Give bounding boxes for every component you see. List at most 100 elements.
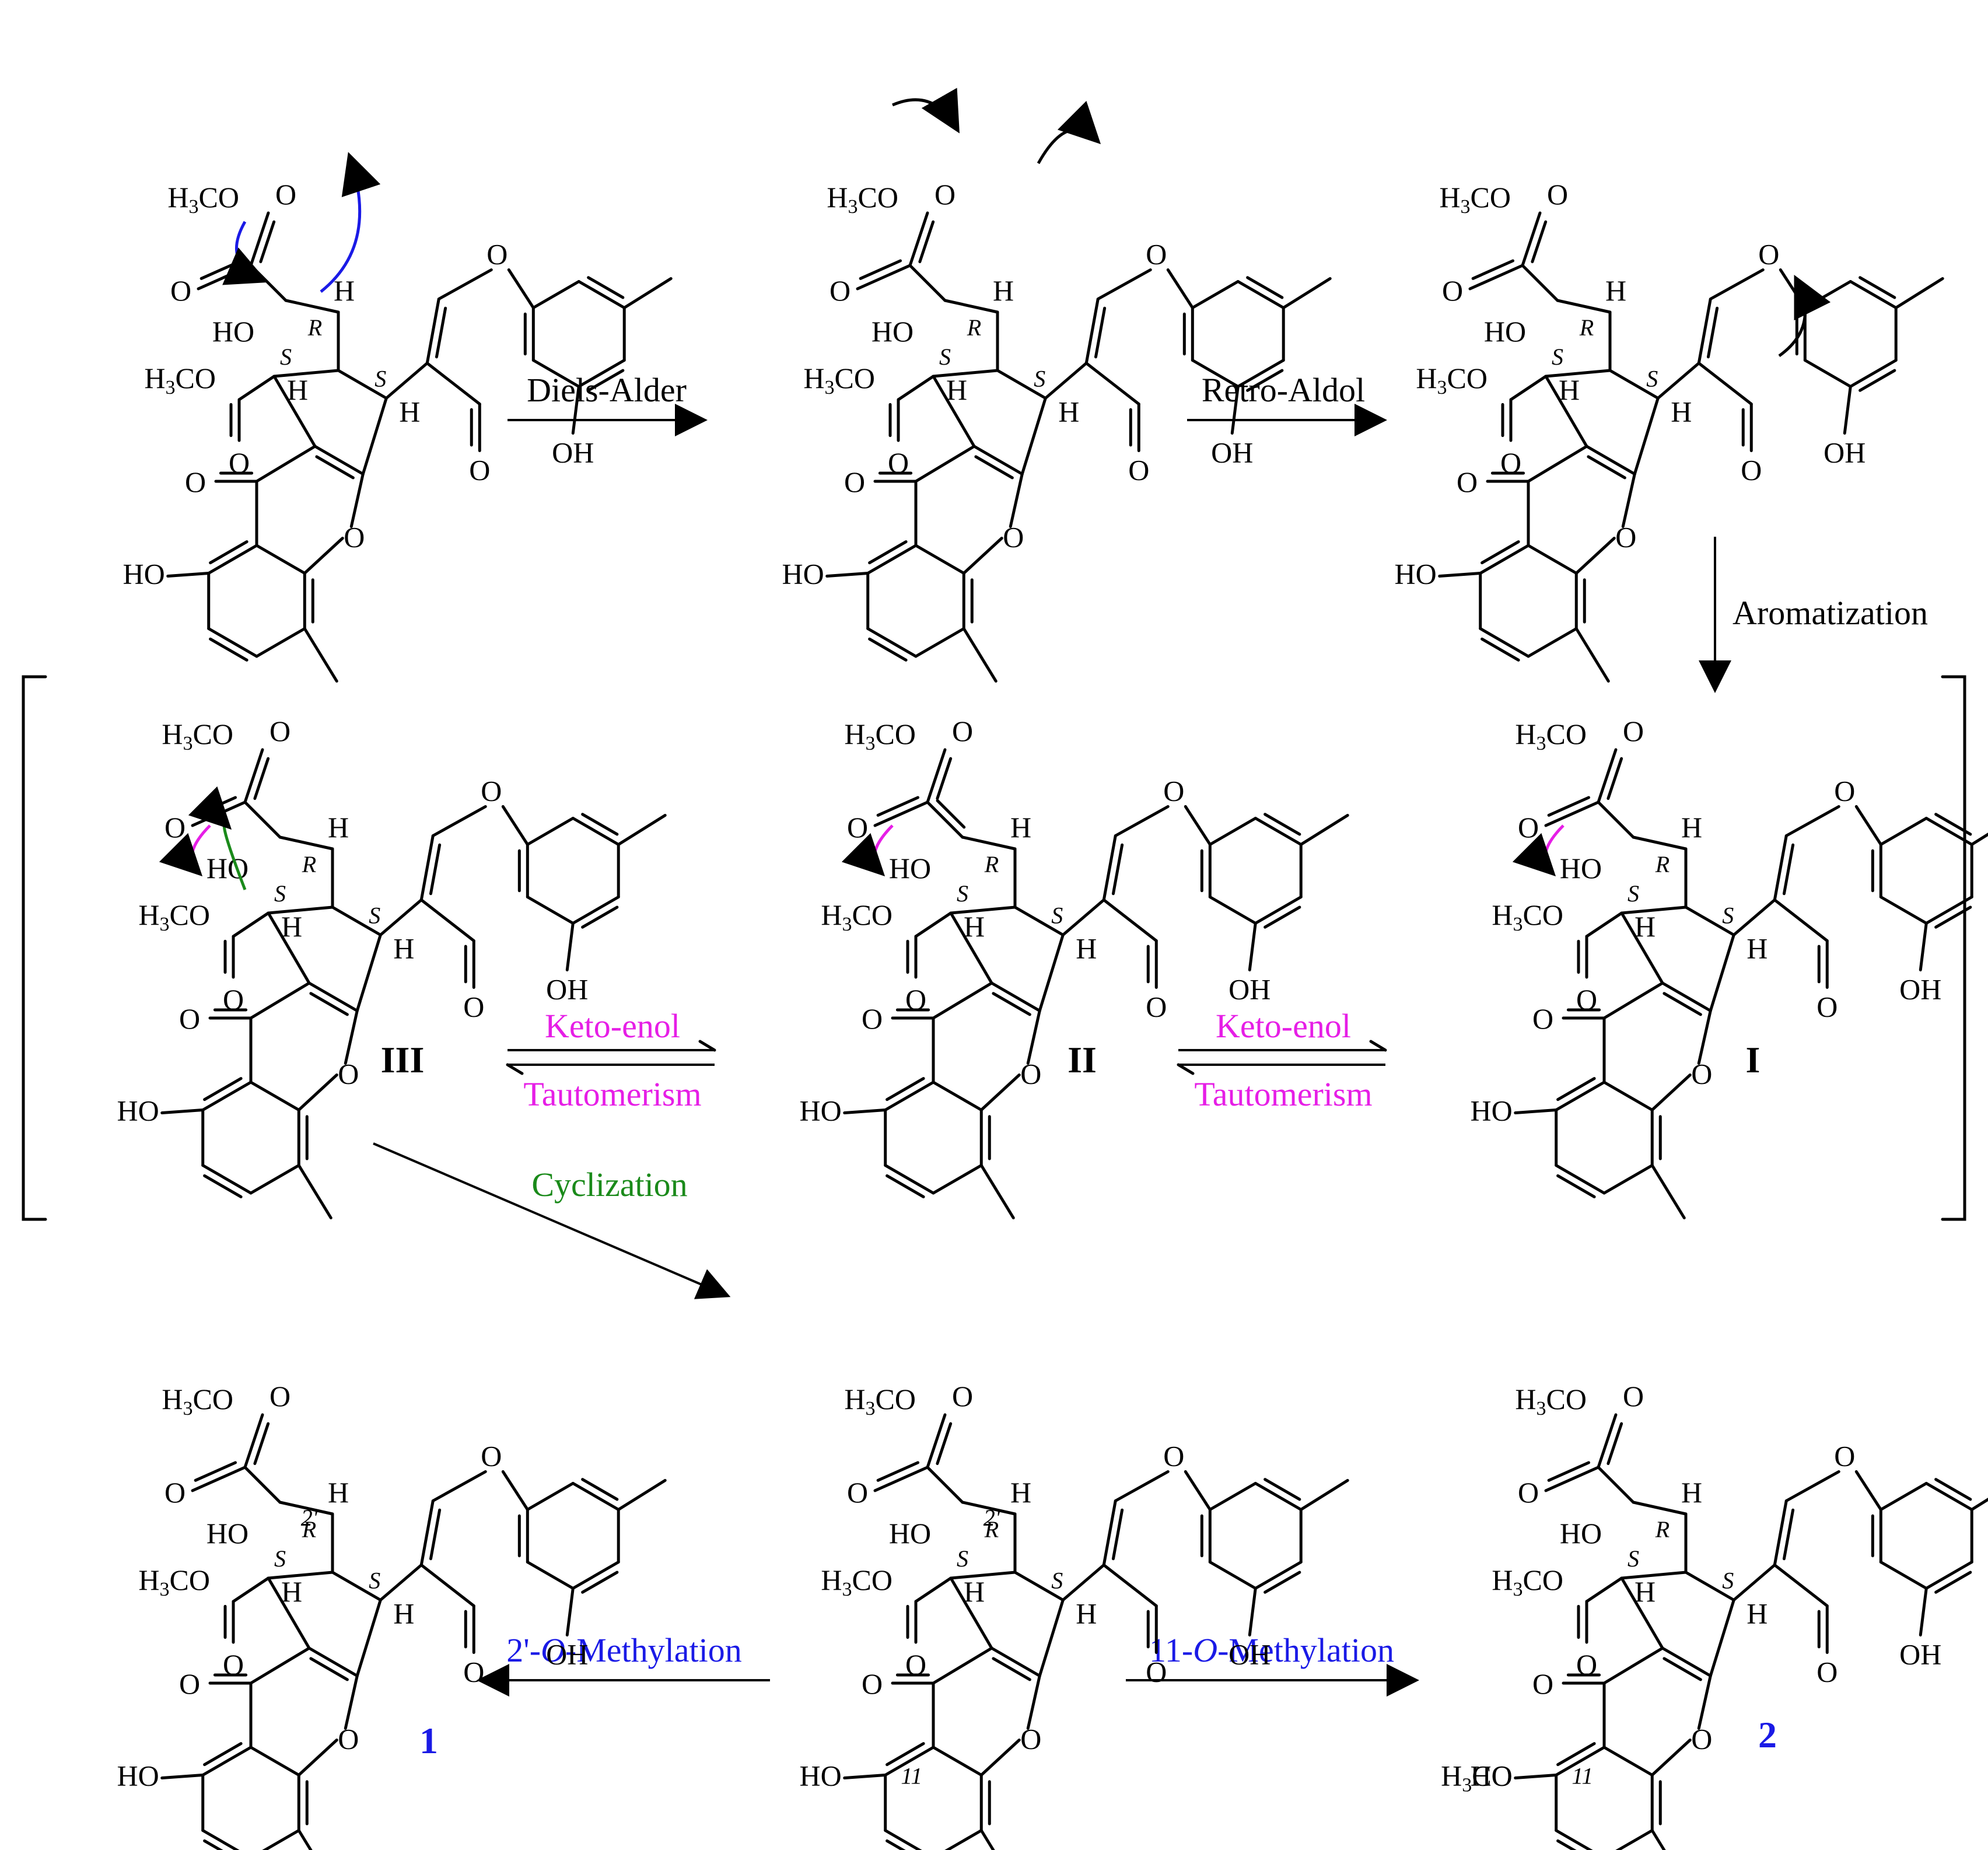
bond — [1934, 1478, 1972, 1501]
bond — [1587, 455, 1626, 480]
bond — [1602, 981, 1664, 1020]
atom-label: O — [338, 1723, 359, 1755]
electron-arrow — [892, 88, 960, 134]
stereo-label: S — [1646, 366, 1658, 392]
stereo-label: R — [1655, 1516, 1670, 1543]
bond — [237, 375, 276, 401]
bond — [949, 905, 1017, 915]
bond — [886, 1839, 906, 1850]
bond — [1854, 805, 1882, 846]
bond — [243, 748, 264, 804]
bond — [914, 627, 965, 658]
bond — [1248, 922, 1257, 971]
bond — [1111, 843, 1124, 896]
stereo-label: S — [1552, 344, 1563, 370]
bond — [1479, 544, 1530, 575]
compound-label-1: 1 — [419, 1720, 438, 1761]
bond — [1773, 1564, 1829, 1607]
stereo-label: S — [369, 1568, 380, 1594]
bond — [384, 362, 429, 400]
atom-label: H — [1634, 1575, 1656, 1608]
step-label-keto-enol-1: Keto-enol — [545, 1007, 680, 1045]
atom-label: H — [399, 396, 420, 428]
bond — [1556, 1839, 1577, 1850]
atom-label: H — [1634, 910, 1656, 943]
atom-label: H — [393, 932, 414, 965]
bond — [1184, 805, 1212, 846]
bond — [526, 1561, 575, 1590]
bond — [1102, 1499, 1117, 1566]
compound-label-I: I — [1746, 1039, 1760, 1080]
bond — [243, 800, 282, 839]
bond — [160, 1108, 205, 1114]
stereo-label: R — [984, 851, 999, 877]
bond — [429, 843, 442, 896]
atom-label: O — [862, 1002, 883, 1035]
bond — [355, 933, 382, 1012]
bond — [1602, 1080, 1654, 1111]
arrow-retro-aldol: Retro-Aldol — [1187, 371, 1387, 436]
bond — [886, 1077, 925, 1101]
bond — [943, 299, 999, 314]
bond — [886, 1174, 925, 1198]
bond — [949, 911, 993, 985]
electron-arrow — [1037, 100, 1101, 165]
step-label-diels-alder: Diels-Alder — [527, 371, 687, 409]
bond — [1585, 1576, 1623, 1603]
electron-arrow — [222, 221, 268, 285]
bond — [1849, 359, 1898, 388]
bond — [267, 911, 311, 985]
step-label-keto-enol-2: Keto-enol — [1216, 1007, 1351, 1045]
bond — [1468, 264, 1524, 291]
bond — [255, 544, 306, 575]
atom-label: O — [164, 1476, 186, 1509]
bond — [1248, 1587, 1257, 1636]
bond — [1919, 922, 1928, 971]
bond — [571, 817, 620, 846]
bond — [1264, 1478, 1301, 1501]
bond — [897, 375, 935, 401]
bond — [1254, 1482, 1303, 1511]
bond — [1650, 1739, 1692, 1776]
methoxy-label: H3CO — [827, 181, 898, 218]
methoxy-label: H3CO — [1492, 898, 1563, 935]
atom-label: O — [463, 1656, 484, 1688]
atom-label: H — [1746, 1597, 1768, 1630]
atom-label: OH — [1228, 973, 1270, 1006]
bond — [1650, 1829, 1666, 1850]
bond — [435, 306, 447, 359]
atom-label: H — [1681, 811, 1702, 844]
atom-label: H — [946, 373, 967, 406]
step-label-11-methylation: 11-O-Methylation — [1149, 1631, 1394, 1669]
bond — [1843, 385, 1852, 435]
bond — [1191, 280, 1240, 309]
bond — [419, 898, 475, 942]
bond — [501, 805, 529, 846]
bond — [201, 1829, 240, 1850]
bond — [307, 1646, 359, 1677]
methoxy-label: H3CO — [138, 898, 210, 935]
bond — [1264, 905, 1301, 929]
atom-label: O — [1020, 1723, 1041, 1755]
methoxy-label: H3CO — [844, 1383, 916, 1419]
bond — [996, 369, 1047, 400]
atom-label: H — [1605, 274, 1626, 307]
bond — [1697, 1674, 1712, 1730]
atom-label: H — [1010, 1476, 1031, 1509]
atom-label: HO — [206, 1517, 249, 1550]
bond — [331, 905, 382, 936]
bond — [873, 800, 929, 827]
bond — [1620, 1571, 1688, 1580]
bond — [284, 299, 340, 314]
methoxy-label: H3CO — [1492, 1564, 1563, 1600]
bond — [243, 1413, 264, 1469]
bond — [1480, 637, 1520, 662]
bond — [1114, 805, 1170, 837]
compound-label-III: III — [381, 1039, 425, 1080]
bond — [1732, 1564, 1776, 1601]
bond — [1608, 369, 1660, 400]
bond — [876, 1461, 920, 1482]
bond — [1038, 1599, 1065, 1677]
atom-label: O — [1834, 1440, 1855, 1473]
